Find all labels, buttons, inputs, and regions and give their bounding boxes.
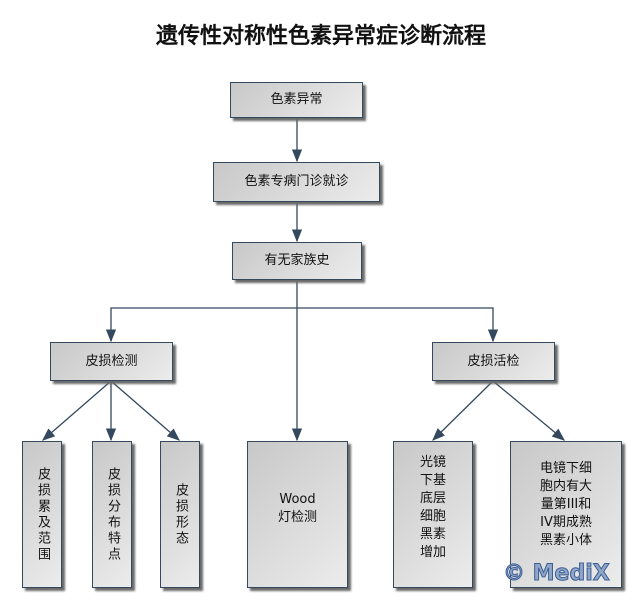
node-pigment-abnormality: 色素异常 xyxy=(230,82,363,118)
node-lesion-biopsy: 皮损活检 xyxy=(432,342,555,381)
leaf-text: 皮损累及范围 xyxy=(35,466,50,563)
leaf-text: 皮损形态 xyxy=(173,482,188,547)
arrow-n5-l5 xyxy=(432,380,494,441)
node-specialist-clinic: 色素专病门诊就诊 xyxy=(213,162,380,202)
branch-line xyxy=(110,307,494,341)
leaf-lesion-extent: 皮损累及范围 xyxy=(22,441,62,588)
leaf-text: 皮损分布特点 xyxy=(105,466,120,563)
leaf-wood-lamp: Wood 灯检测 xyxy=(247,441,348,588)
leaf-lesion-morphology: 皮损形态 xyxy=(160,441,200,588)
arrow-n4-l3 xyxy=(110,380,180,441)
node-lesion-exam: 皮损检测 xyxy=(50,342,173,381)
arrow-n4-l1 xyxy=(42,380,112,441)
watermark: © MediX xyxy=(503,561,611,587)
leaf-electron-microscopy: 电镜下细 胞内有大 量第III和 IV期成熟 黑素小体 xyxy=(510,441,622,588)
arrow-n5-l6 xyxy=(492,380,565,441)
leaf-light-microscopy: 光镜 下基 底层 细胞 黑素 增加 xyxy=(393,441,473,588)
diagram-title: 遗传性对称性色素异常症诊断流程 xyxy=(155,24,486,49)
node-family-history: 有无家族史 xyxy=(232,242,362,280)
leaf-lesion-distribution: 皮损分布特点 xyxy=(92,441,132,588)
